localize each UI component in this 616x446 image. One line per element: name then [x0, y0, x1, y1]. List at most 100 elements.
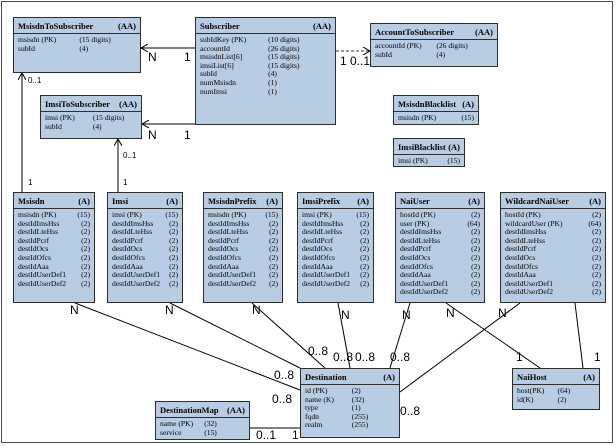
link-naiuser-destination: [389, 302, 411, 369]
field-size: (2): [269, 261, 278, 271]
field-size: (2): [169, 218, 178, 228]
field-size: (2): [351, 386, 361, 395]
cardinality-label: 1: [123, 178, 128, 187]
field-name: destIdUserDef2: [302, 278, 351, 288]
field-size: (1): [268, 77, 277, 87]
field-row: numMsisdn(1): [200, 77, 331, 88]
cardinality-label: N: [498, 306, 507, 320]
field-list: accountId (PK)(26 digits)subId(4): [371, 40, 497, 61]
field-row: msisdn (PK)(15): [398, 113, 474, 123]
field-size: (4): [79, 43, 89, 53]
entity-title: AccountToSubscriber: [375, 27, 455, 37]
field-size: (15): [356, 210, 369, 219]
field-row: destIdUserDef1(2): [400, 278, 480, 289]
field-row: destIdLteHss(2): [302, 228, 369, 237]
field-row: destIdLteHss(2): [112, 228, 178, 237]
field-row: imsi (PK)(15): [302, 210, 369, 220]
field-name: destIdPcrf: [112, 235, 144, 245]
field-name: subId: [375, 49, 392, 59]
field-row: host(PK)(64): [517, 386, 595, 396]
field-row: destIdUserDef2(2): [302, 278, 369, 289]
field-size: (15 digits): [79, 35, 111, 44]
field-size: (2): [360, 252, 369, 262]
field-size: (2): [471, 278, 480, 288]
field-row: destIdLteHss(2): [208, 228, 278, 237]
field-name: name (PK): [160, 419, 194, 428]
field-name: destIdImsHss: [18, 218, 60, 228]
entity-msisdnblacklist: MsisdnBlacklist(A) msisdn (PK)(15): [393, 95, 479, 125]
field-row: numImsi(1): [200, 86, 331, 97]
field-name: host(PK): [517, 386, 545, 395]
cardinality-label: 0..8: [333, 350, 354, 364]
field-name: numImsi: [200, 86, 228, 96]
field-name: destIdOcs: [302, 244, 333, 254]
field-list: imsi (PK)(15): [394, 155, 464, 168]
field-row: id(K)(2): [517, 394, 595, 405]
entity-msisdntosubscriber: MsisdnToSubscriber(AA) msisdn (PK)(15 di…: [13, 17, 141, 73]
field-name: msisdn (PK): [398, 113, 437, 122]
field-name: destIdPcrf: [302, 235, 334, 245]
field-row: fqdn(255): [305, 412, 395, 422]
field-name: name (K): [305, 394, 334, 404]
entity-tag: (A): [357, 196, 369, 206]
field-size: (2): [269, 235, 278, 245]
field-name: msisdn (PK): [18, 210, 57, 219]
entity-msisdn: Msisdn(A) msisdn (PK)(15)destIdImsHss(2)…: [13, 192, 95, 303]
field-name: msisdnList[6]: [200, 52, 243, 62]
field-size: (2): [557, 394, 567, 404]
field-row: destIdUserDef2(2): [208, 279, 278, 289]
entity-title: DestinationMap: [160, 405, 219, 415]
cardinality-label: 0..1: [256, 428, 277, 442]
field-name: destIdImsHss: [400, 227, 442, 237]
cardinality-label: 0..1: [123, 151, 137, 160]
field-row: destIdAaa(2): [208, 261, 278, 272]
field-row: subId(4): [200, 70, 331, 79]
cardinality-label: N: [252, 303, 261, 317]
entity-tag: (AA): [227, 405, 245, 415]
field-row: destIdAaa(2): [400, 271, 480, 280]
link-msisdn-destination: [74, 302, 301, 391]
field-list: hostId (PK)(2)wildcardUser (PK)(64)destI…: [501, 209, 605, 299]
field-name: id (PK): [305, 386, 328, 395]
field-row: destIdImsHss(2): [208, 219, 278, 229]
field-name: destIdAaa: [112, 261, 143, 271]
entity-tag: (A): [462, 99, 474, 109]
field-size: (2): [81, 252, 90, 262]
field-row: subId(4): [45, 122, 137, 132]
field-name: destIdUserDef2: [505, 287, 554, 297]
field-row: destIdAaa(2): [302, 262, 369, 272]
field-size: (2): [592, 261, 601, 271]
field-row: destIdPcrf(2): [302, 235, 369, 246]
field-list: imsi (PK)(15 digits)subId(4): [41, 112, 141, 133]
field-row: msisdn (PK)(15): [208, 210, 278, 220]
field-row: destIdUserDef2(2): [400, 288, 480, 297]
entity-subscriber: Subscriber(AA) subIdKey (PK)(10 digits)a…: [195, 17, 336, 125]
field-size: (2): [169, 252, 178, 262]
field-row: destIdUserDef1(2): [208, 271, 278, 280]
field-size: (32): [351, 394, 365, 404]
link-wildcard-destination: [399, 302, 521, 393]
field-list: name (PK)(32)service(15): [156, 418, 249, 439]
field-row: destIdOcs(2): [302, 245, 369, 254]
field-row: destIdUserDef1(2): [302, 271, 369, 280]
entity-imsi: Imsi(A) imsi (PK)(15)destIdImsHss(2)dest…: [107, 192, 183, 303]
field-row: subId(4): [375, 49, 493, 60]
field-row: destIdOcs(2): [505, 253, 601, 263]
field-size: (2): [81, 278, 90, 288]
field-name: destIdOfcs: [18, 252, 51, 262]
entity-imsitosubscriber: ImsiToSubscriber(AA) imsi (PK)(15 digits…: [40, 95, 142, 139]
field-size: (2): [471, 252, 480, 262]
entity-tag: (A): [583, 372, 595, 382]
field-name: destIdUserDef1: [505, 278, 554, 288]
field-size: (2): [269, 270, 278, 280]
field-row: destIdImsHss(2): [302, 219, 369, 229]
field-row: imsiList[6](15 digits): [200, 61, 331, 71]
field-name: destIdUserDef1: [112, 270, 161, 280]
field-name: destIdUserDef2: [18, 278, 67, 288]
field-row: destIdLteHss(2): [18, 228, 90, 237]
field-name: destIdUserDef1: [302, 270, 351, 280]
field-name: destIdOfcs: [400, 261, 433, 271]
field-size: (15): [77, 210, 90, 219]
field-size: (2): [592, 235, 601, 245]
